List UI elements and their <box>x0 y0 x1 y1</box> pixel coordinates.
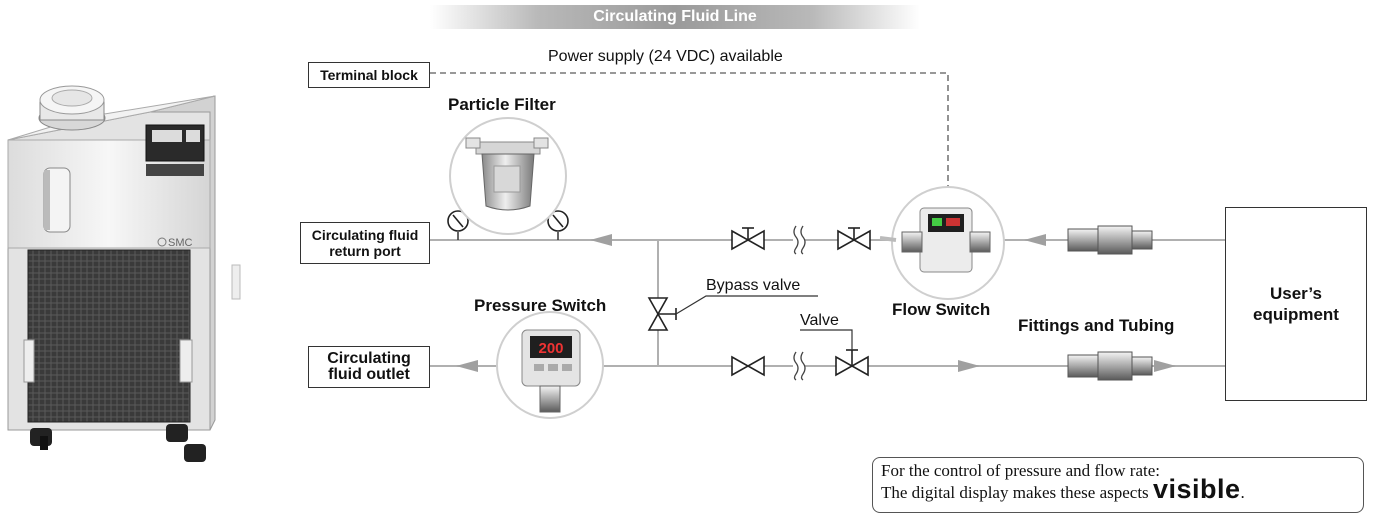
outlet-label: Circulating fluid outlet <box>327 350 411 383</box>
note-line-1: For the control of pressure and flow rat… <box>881 461 1160 480</box>
note-line-2: The digital display makes these aspects <box>881 483 1149 502</box>
valve-icon <box>835 349 869 377</box>
gauge-icon <box>447 210 469 240</box>
valve-label: Valve <box>800 312 839 329</box>
fitting-image <box>1067 351 1153 381</box>
pipe-break-icon <box>793 225 806 255</box>
valve-icon <box>731 227 765 251</box>
bypass-valve-label: Bypass valve <box>706 277 801 294</box>
chiller-unit: SMC <box>7 85 241 462</box>
terminal-block-box: Terminal block <box>308 62 430 88</box>
outlet-box: Circulating fluid outlet <box>308 346 430 388</box>
diagram-title-bar: Circulating Fluid Line <box>430 5 920 29</box>
gauge-icon <box>547 210 569 240</box>
note-emphasis: visible <box>1152 474 1241 504</box>
valve-icon <box>731 355 765 377</box>
note-line-2-wrap: The digital display makes these aspects … <box>881 476 1355 503</box>
user-equipment-box: User’s equipment <box>1225 207 1367 401</box>
info-note: For the control of pressure and flow rat… <box>872 457 1364 513</box>
user-equipment-label: User’s equipment <box>1253 284 1339 324</box>
return-port-box: Circulating fluid return port <box>300 222 430 264</box>
note-period: . <box>1240 483 1245 502</box>
power-supply-label: Power supply (24 VDC) available <box>548 48 783 65</box>
pressure-switch-label: Pressure Switch <box>474 296 607 315</box>
flow-switch-label: Flow Switch <box>892 300 991 319</box>
flow-arrows <box>456 234 1176 372</box>
pressure-display-value: 200 <box>538 340 563 357</box>
pressure-switch-image: 200 <box>496 311 604 419</box>
terminal-block-label: Terminal block <box>320 67 418 83</box>
pipe-break-icon <box>793 351 806 381</box>
diagram-title: Circulating Fluid Line <box>593 8 757 25</box>
particle-filter-label: Particle Filter <box>448 95 556 114</box>
return-port-label: Circulating fluid return port <box>311 227 419 259</box>
fittings-tubing-label: Fittings and Tubing <box>1018 316 1175 335</box>
valve-icon <box>837 227 871 251</box>
particle-filter-image <box>449 117 567 235</box>
power-supply-line <box>430 72 949 198</box>
flow-switch-image <box>879 186 1005 300</box>
chiller-brand: SMC <box>168 237 193 249</box>
fitting-image <box>1067 225 1153 255</box>
bypass-valve-icon <box>647 297 677 331</box>
